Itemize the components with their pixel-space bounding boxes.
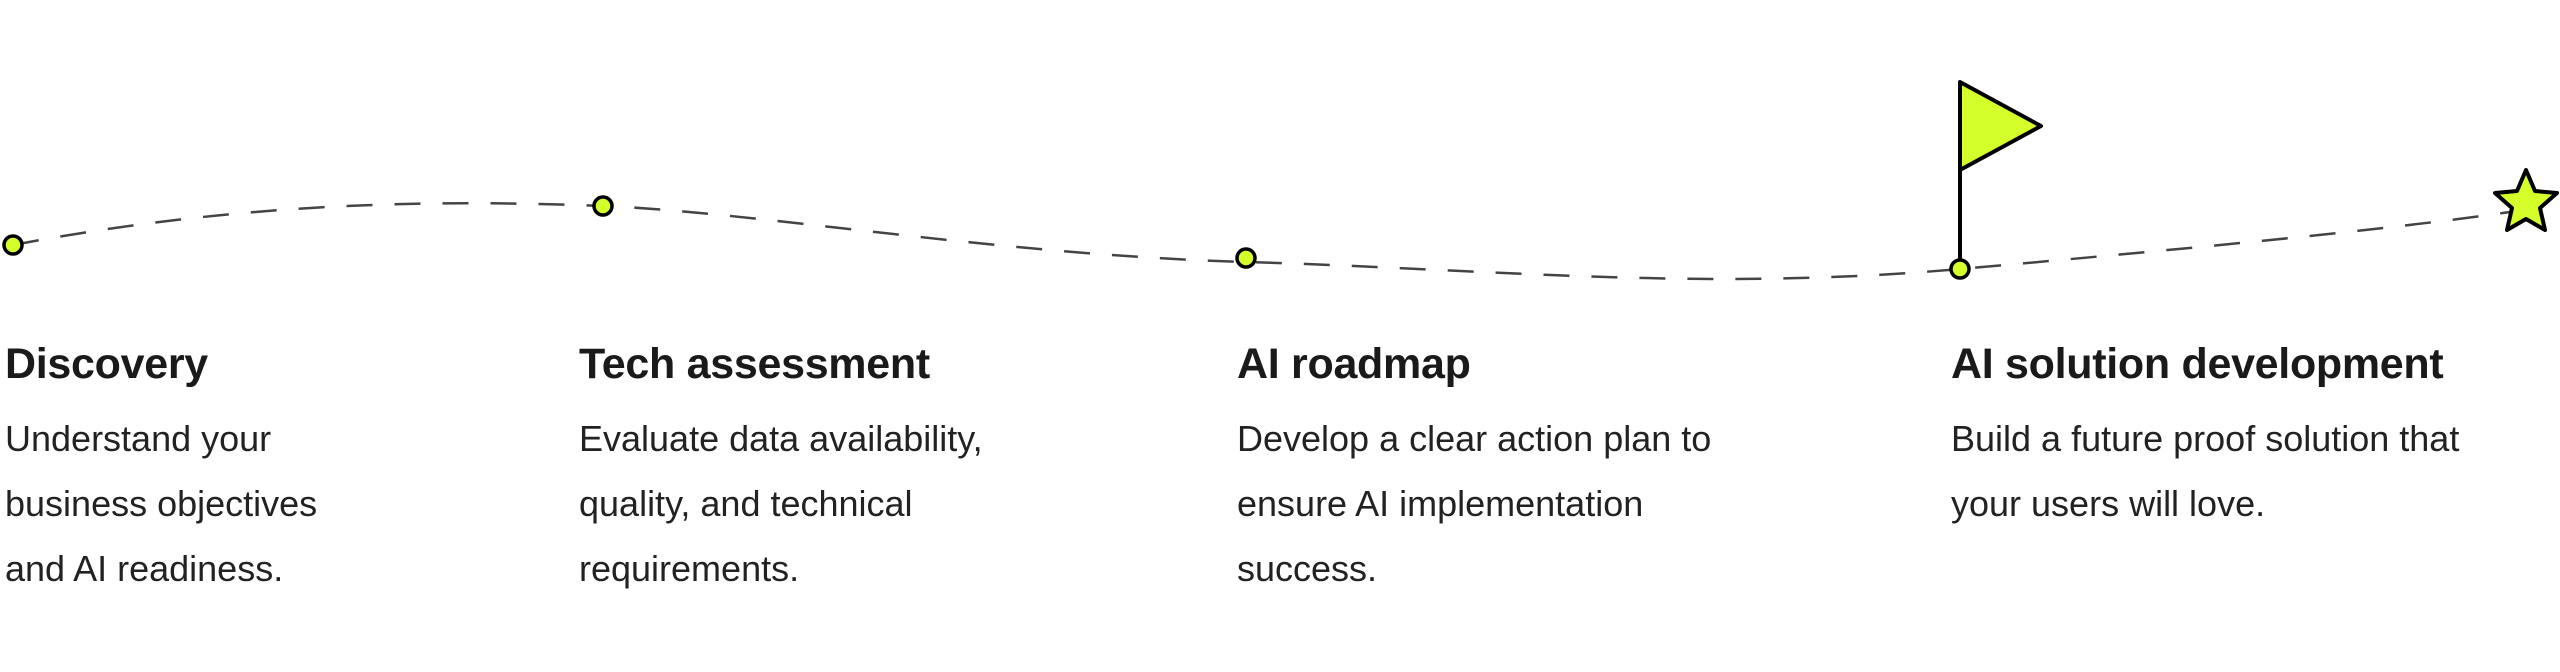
step-tech-assessment: Tech assessment Evaluate data availabili… xyxy=(579,336,1139,601)
dashed-route xyxy=(12,201,2511,281)
milestone-dot-ai-roadmap xyxy=(1235,247,1257,269)
step-title: AI roadmap xyxy=(1237,340,1471,388)
step-title: Tech assessment xyxy=(579,340,930,388)
step-title: Discovery xyxy=(5,340,208,388)
step-title: AI solution development xyxy=(1951,340,2444,388)
step-description: Build a future proof solution that your … xyxy=(1951,418,2460,524)
milestone-dot-ai-solution xyxy=(1949,258,1971,280)
step-ai-solution-development: AI solution development Build a future p… xyxy=(1951,336,2551,536)
milestone-dot-tech-assessment xyxy=(592,195,614,217)
step-description: Develop a clear action plan to ensure AI… xyxy=(1237,418,1712,589)
flag-icon xyxy=(1958,80,2043,172)
milestone-dot-discovery xyxy=(2,234,24,256)
star-icon xyxy=(2493,168,2559,232)
step-discovery: Discovery Understand your business objec… xyxy=(5,336,565,601)
step-description: Understand your business objectives and … xyxy=(5,418,318,589)
step-ai-roadmap: AI roadmap Develop a clear action plan t… xyxy=(1237,336,1797,601)
step-description: Evaluate data availability, quality, and… xyxy=(579,418,983,589)
